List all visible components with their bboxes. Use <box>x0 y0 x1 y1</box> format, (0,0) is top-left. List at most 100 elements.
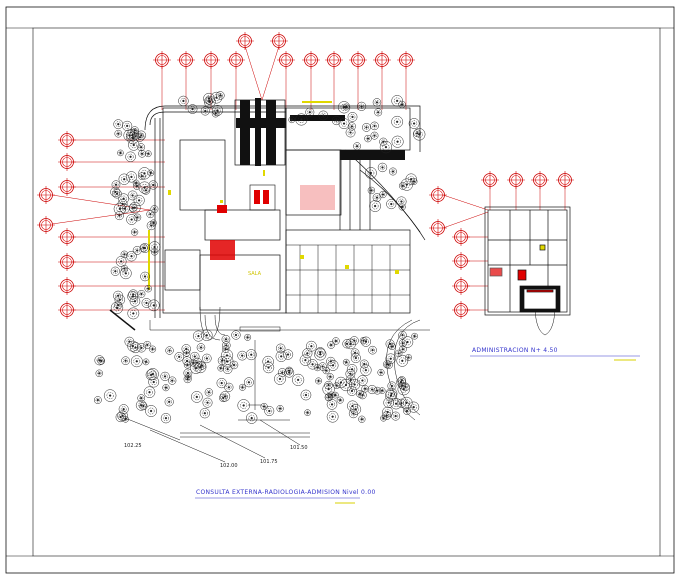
tree-symbol <box>322 382 335 396</box>
tree-symbol <box>117 149 124 157</box>
tree-symbol <box>299 354 312 366</box>
tree-symbol <box>115 412 126 423</box>
tree-symbol <box>260 402 268 411</box>
tree-symbol <box>332 337 340 345</box>
tree-symbol <box>398 100 406 109</box>
tree-symbol <box>397 383 410 396</box>
tree-symbol <box>222 364 233 374</box>
tree-symbol <box>200 106 210 116</box>
tree-symbol <box>350 403 362 415</box>
tree-symbol <box>127 291 139 302</box>
tree-symbol <box>217 364 225 372</box>
tree-symbol <box>131 228 139 236</box>
tree-symbol <box>237 350 248 361</box>
tree-symbol <box>162 384 170 392</box>
grid-bubble <box>481 171 499 189</box>
tree-symbol <box>231 330 241 340</box>
tree-symbol <box>358 391 367 400</box>
tree-symbol <box>368 345 377 355</box>
tree-symbol <box>394 349 403 358</box>
tree-symbol <box>192 330 204 342</box>
tree-symbol <box>143 340 152 349</box>
tree-symbol <box>203 92 215 105</box>
tree-symbol <box>356 390 364 398</box>
tree-symbol <box>216 377 227 389</box>
landscape-paths <box>109 304 556 463</box>
tree-symbol <box>118 404 129 415</box>
tree-symbol <box>146 210 155 219</box>
grid-bubble <box>177 51 195 69</box>
tree-symbol <box>114 211 124 221</box>
tree-symbol <box>276 405 284 413</box>
tree-symbol <box>383 397 395 408</box>
tree-symbol <box>245 349 257 361</box>
tree-symbol <box>367 385 377 395</box>
tree-symbol <box>361 385 369 393</box>
tree-symbol <box>326 373 334 381</box>
tree-symbol <box>103 389 117 402</box>
grid-bubble <box>452 252 470 270</box>
yellow-annotations <box>148 101 399 290</box>
tree-symbol <box>405 173 417 185</box>
tree-symbol <box>345 368 356 379</box>
tree-symbol <box>369 200 381 212</box>
tree-symbol <box>314 348 327 361</box>
tree-symbol <box>174 352 184 362</box>
tree-symbol <box>168 376 177 385</box>
tree-symbol <box>396 196 407 207</box>
tree-symbol <box>302 348 313 359</box>
tree-symbol <box>187 104 198 114</box>
tree-symbol <box>201 329 213 342</box>
tree-symbol <box>413 129 422 138</box>
tree-symbol <box>196 343 206 352</box>
tree-symbol <box>113 119 124 130</box>
tree-symbol <box>342 358 350 366</box>
tree-symbol <box>141 186 151 195</box>
tree-symbol <box>133 194 145 206</box>
tree-symbol <box>115 256 127 267</box>
tree-symbol <box>288 116 296 124</box>
grid-bubble <box>58 153 76 171</box>
tree-symbol <box>135 399 147 411</box>
tree-symbol <box>144 150 152 158</box>
tree-symbol <box>191 391 203 403</box>
tree-symbol <box>190 351 200 362</box>
tree-symbol <box>202 353 212 364</box>
tree-symbol <box>184 373 192 381</box>
tree-symbol <box>274 372 286 385</box>
tree-symbol <box>350 353 361 364</box>
tree-symbol <box>93 396 102 404</box>
tree-symbol <box>130 355 143 368</box>
tree-symbol <box>326 410 339 423</box>
tree-symbol <box>331 116 341 126</box>
tree-symbol <box>364 134 372 143</box>
tree-symbol <box>149 345 157 353</box>
tree-symbol <box>345 374 356 385</box>
tree-symbol <box>135 132 145 142</box>
tree-symbol <box>262 361 275 374</box>
tree-symbol <box>97 357 106 365</box>
tree-symbol <box>110 186 121 197</box>
grid-bubble <box>277 51 295 69</box>
grid-axis-bubbles <box>37 32 574 319</box>
tree-symbol <box>110 266 120 276</box>
tree-symbol <box>137 394 146 402</box>
tree-symbol <box>327 341 335 349</box>
tree-symbol <box>386 198 397 210</box>
tree-symbol <box>140 271 150 282</box>
tree-symbol <box>124 336 135 347</box>
tree-symbol <box>127 190 138 201</box>
tree-symbol <box>147 169 155 177</box>
tree-symbol <box>219 393 228 403</box>
tree-symbol <box>374 108 383 117</box>
tree-symbol <box>138 167 151 180</box>
tree-symbol <box>112 189 122 199</box>
grid-line <box>261 45 280 101</box>
grid-bubble <box>531 171 549 189</box>
tree-symbol <box>160 413 172 424</box>
tree-symbol <box>182 356 192 366</box>
grid-bubble <box>429 219 447 237</box>
grid-bubble <box>58 178 76 196</box>
tree-symbol <box>345 338 356 350</box>
tree-symbol <box>377 162 388 173</box>
